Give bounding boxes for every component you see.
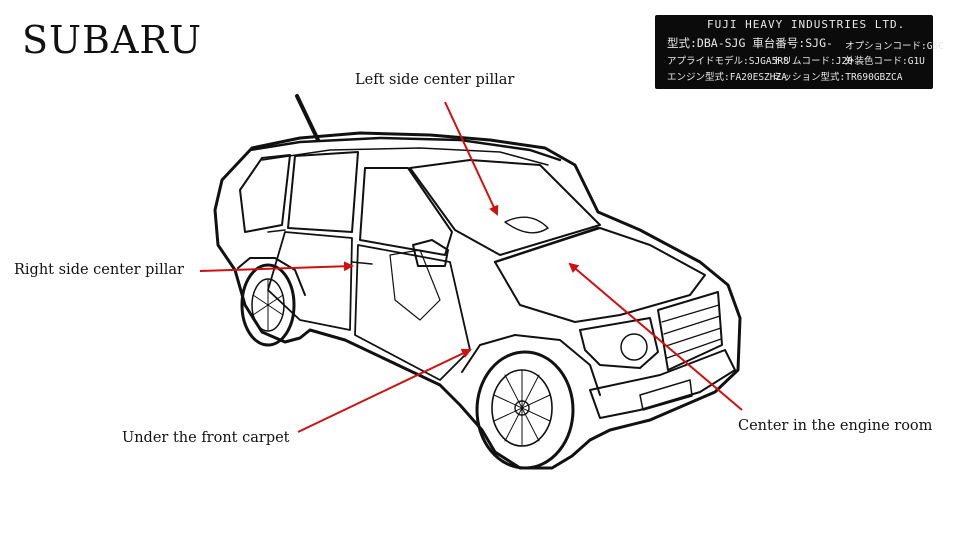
front-wheel-arch [461,334,601,396]
plate-transmission-model: ミッション型式:TR690GBZCA [773,72,903,83]
car-illustration [213,94,742,470]
headlight-lens [620,333,648,361]
door-handle-rear [267,229,286,233]
wiper [493,226,600,264]
front-rim-spokes [493,369,551,447]
front-door-window [359,167,453,256]
front-bumper [589,349,736,419]
plate-exterior-color: 外装色コード:G1U [845,56,925,67]
roof-rail-inner [261,147,549,166]
arrow-left-pillar [444,101,499,216]
plate-engine-model: エンジン型式:FA20ESZHZA [667,72,787,83]
front-tire [475,350,575,470]
rear-door-window [287,151,359,233]
grille [657,291,723,371]
headlight [579,317,659,369]
rear-door [267,231,353,331]
rear-quarter-window [239,154,291,233]
vehicle-id-plate: FUJI HEAVY INDUSTRIES LTD. 型式:DBA-SJG 車台… [655,15,944,89]
steering-wheel [504,216,549,234]
roof-rail [248,136,562,162]
arrow-engine-room [568,262,743,411]
rear-wheel-arch [237,257,306,296]
side-mirror [412,239,449,267]
label-center-engine-room: Center in the engine room [738,418,933,434]
rear-rim [251,278,285,332]
arrow-right-pillar [199,261,354,272]
front-door [354,244,471,381]
car-body-outline [213,131,742,470]
plate-option-code: オプションコード:GSC [845,41,944,52]
rear-tire [240,263,296,347]
plate-manufacturer: FUJI HEAVY INDUSTRIES LTD. [707,18,906,31]
plate-applied-model: アプライドモデル:SJGA5R8 [667,56,789,67]
brand-logo: SUBARU [22,18,203,62]
door-handle-front [351,261,373,265]
license-plate-area [639,379,693,411]
rear-rim-spokes [252,279,284,331]
label-right-side-center-pillar: Right side center pillar [14,262,184,278]
seat-outline [389,249,441,321]
hood [494,227,706,323]
arrows [199,101,743,433]
windshield [409,159,601,256]
antenna [295,94,320,142]
grille-slats [661,304,722,359]
label-left-side-center-pillar: Left side center pillar [355,72,515,88]
plate-model-code: 型式:DBA-SJG 車台番号:SJG- [667,36,833,50]
plate-trim-code: トリムコード:J20 [773,56,853,67]
label-under-front-carpet: Under the front carpet [122,430,290,446]
arrow-front-carpet [297,348,472,433]
